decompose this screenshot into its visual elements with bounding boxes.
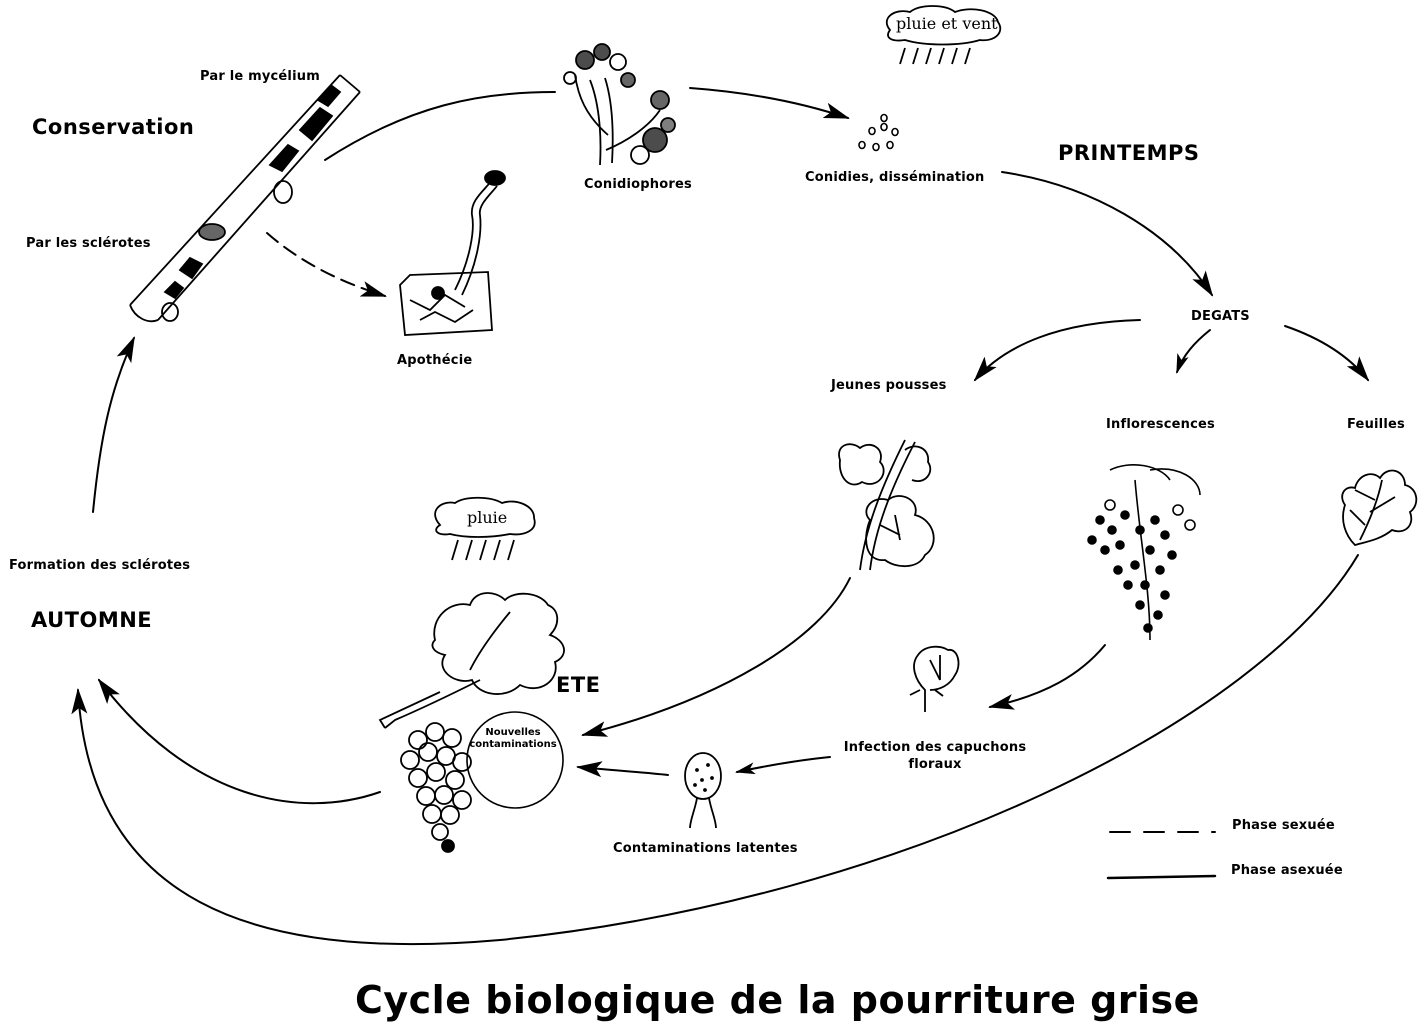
capuchon-floral-illustration (910, 647, 959, 712)
arrow-conidies-to-degats (1002, 172, 1212, 295)
label-degats: DEGATS (1191, 309, 1250, 324)
diagram-title: Cycle biologique de la pourriture grise (355, 978, 1200, 1022)
label-jeunes-pousses: Jeunes pousses (831, 378, 947, 393)
legend-asexual-line (1108, 876, 1215, 878)
label-contaminations-latentes: Contaminations latentes (613, 841, 798, 856)
season-automne: AUTOMNE (31, 608, 152, 632)
label-par-sclerotes: Par les sclérotes (26, 236, 151, 251)
label-nouvelles-contaminations: Nouvelles contaminations (465, 727, 561, 751)
arrow-capuchons-to-latentes (737, 757, 830, 772)
legend-sexual-label: Phase sexuée (1232, 818, 1335, 833)
conidiophores-illustration (564, 44, 675, 165)
label-infection-capuchons: Infection des capuchons floraux (840, 739, 1030, 773)
label-conidiophores: Conidiophores (584, 177, 692, 192)
label-nouvelles-line2: contaminations (465, 739, 561, 751)
arrow-pousses-to-contaminations (583, 578, 850, 735)
leaf-illustration (1342, 471, 1416, 545)
arrow-inflorescences-to-capuchons (990, 645, 1105, 707)
season-conservation: Conservation (32, 115, 194, 139)
season-printemps: PRINTEMPS (1058, 141, 1200, 165)
cane-stem-illustration (130, 75, 360, 321)
label-par-mycelium: Par le mycélium (200, 69, 320, 84)
conidies-spores (859, 115, 898, 151)
jeunes-pousses-illustration (839, 440, 934, 570)
label-inflorescences: Inflorescences (1106, 417, 1215, 432)
label-conidies: Conidies, dissémination (805, 170, 985, 185)
arrow-grapes-to-automne (99, 680, 380, 803)
weather-pluie-et-vent: pluie et vent (896, 14, 998, 33)
arrow-feuilles-to-automne (78, 555, 1358, 944)
label-infection-line2: floraux (840, 756, 1030, 773)
apothecie-illustration (400, 171, 505, 335)
arrow-sclerotes-to-apothecie (267, 233, 385, 296)
arrow-latentes-to-contaminations (578, 767, 668, 775)
label-apothecie: Apothécie (397, 353, 472, 368)
latent-berry-illustration (685, 753, 721, 828)
legend-asexual-label: Phase asexuée (1231, 863, 1343, 878)
label-nouvelles-line1: Nouvelles (465, 727, 561, 739)
arrow-formation-to-conservation (93, 338, 134, 512)
season-ete: ETE (556, 673, 601, 697)
label-feuilles: Feuilles (1347, 417, 1405, 432)
arrow-conidiophores-to-conidies (690, 88, 848, 118)
inflorescences-illustration (1088, 465, 1200, 640)
arrow-stem-to-conidiophores (325, 92, 555, 160)
label-formation-sclerotes: Formation des sclérotes (9, 558, 190, 573)
arrow-degats-to-feuilles (1285, 326, 1368, 380)
arrow-degats-to-jeunes-pousses (975, 320, 1140, 380)
arrow-degats-to-inflorescences (1177, 330, 1210, 372)
grape-cluster-illustration (380, 593, 564, 852)
weather-pluie: pluie (467, 508, 507, 527)
label-infection-line1: Infection des capuchons (840, 739, 1030, 756)
